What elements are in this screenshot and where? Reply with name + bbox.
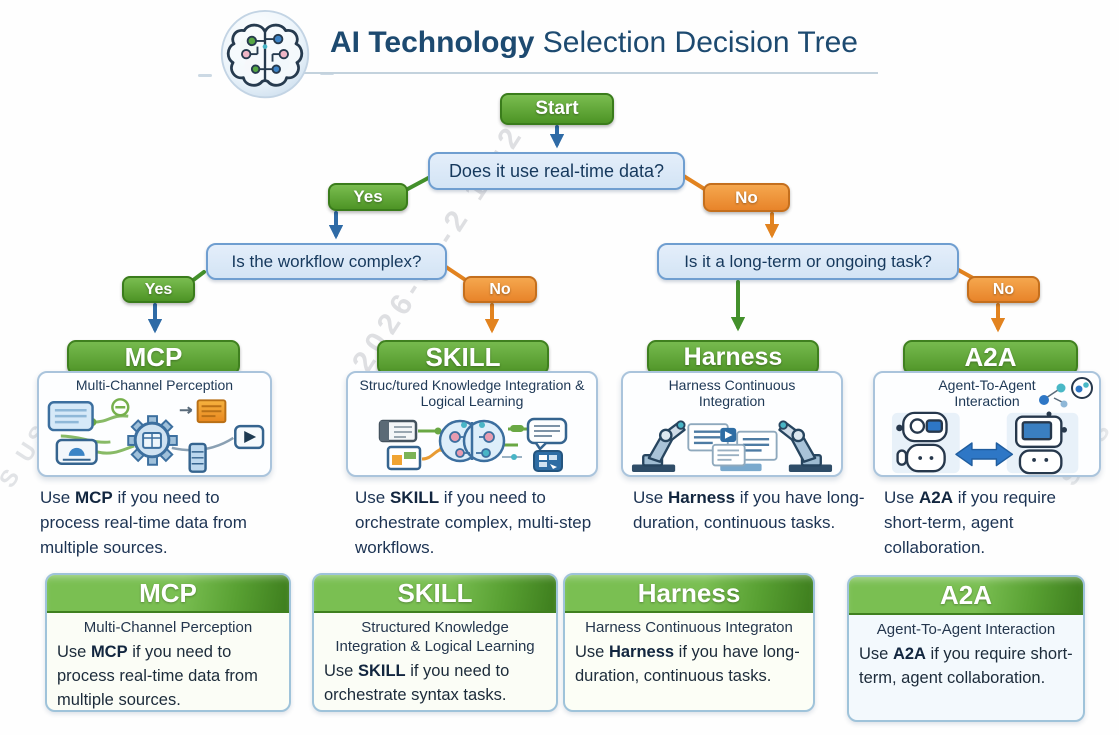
harness-card-body: Harness Continuous Integration — [621, 371, 843, 477]
question-long-term-task: Is it a long-term or ongoing task? — [657, 243, 959, 280]
play-tile-icon — [233, 424, 264, 450]
document-icon — [196, 399, 226, 424]
grid-tile-icon — [533, 450, 563, 472]
robot-arm-icon — [631, 420, 686, 473]
skill-subtitle: Struc/tured Knowledge Integration & Logi… — [359, 377, 585, 409]
a2a-subtitle: Agent-To-Agent Interaction — [938, 377, 1036, 409]
mcp-summary-header: MCP — [47, 575, 289, 613]
page-title: AI Technology Selection Decision Tree — [330, 26, 858, 60]
harness-summary-text: Use Harness if you have long-duration, c… — [575, 643, 800, 685]
harness-subtitle: Harness Continuous Integration — [668, 377, 796, 409]
skill-summary-text: Use SKILL if you need to orchestrate syn… — [324, 662, 510, 704]
robot-icon — [1015, 415, 1067, 475]
two-robots-arrow-illustration — [891, 411, 1079, 475]
harness-usage-note: Use Harness if you have long-duration, c… — [633, 488, 865, 532]
mcp-subtitle: Multi-Channel Perception — [75, 377, 234, 393]
mcp-summary-text: Use MCP if you need to process real-time… — [57, 643, 258, 709]
skill-summary-header: SKILL — [314, 575, 556, 613]
gear-icon — [126, 415, 178, 466]
mcp-usage-note: Use MCP if you need to process real-time… — [40, 488, 247, 557]
skill-card-body: Struc/tured Knowledge Integration & Logi… — [346, 371, 598, 477]
no-branch-label: No — [703, 183, 790, 212]
no-branch-label: No — [463, 276, 537, 303]
multi-channel-network-illustration — [47, 398, 264, 473]
a2a-card-header: A2A — [903, 340, 1078, 375]
robot-icon — [896, 411, 948, 473]
logo-side-dash — [198, 74, 212, 77]
harness-summary-card: Harness Harness Continuous Integraton Us… — [563, 573, 815, 712]
double-arrow-icon — [955, 442, 1014, 467]
molecule-bubbles-icon — [1039, 377, 1093, 417]
book-icon — [378, 419, 418, 443]
title-rest-part: Selection Decision Tree — [534, 26, 858, 59]
skill-summary-card: SKILL Structured Knowledge Integration &… — [312, 573, 558, 712]
mcp-card-header: MCP — [67, 340, 240, 375]
yes-branch-label: Yes — [328, 183, 408, 211]
a2a-card-body: Agent-To-Agent Interaction — [873, 371, 1101, 477]
a2a-usage-note: Use A2A if you require short-term, agent… — [884, 488, 1056, 557]
robot-arms-documents-illustration — [631, 420, 834, 473]
a2a-summary-card: A2A Agent-To-Agent Interaction Use A2A i… — [847, 575, 1085, 722]
media-screen-icon — [386, 445, 422, 471]
server-icon — [187, 442, 207, 473]
brain-knowledge-network-illustration — [378, 417, 568, 472]
skill-card-header: SKILL — [377, 340, 549, 375]
laptop-icon — [55, 438, 98, 465]
mcp-card-body: Multi-Channel Perception — [37, 371, 272, 477]
a2a-summary-subtitle: Agent-To-Agent Interaction — [876, 621, 1056, 638]
question-realtime-data: Does it use real-time data? — [428, 152, 685, 190]
harness-summary-header: Harness — [565, 575, 813, 613]
start-node: Start — [500, 93, 614, 125]
title-bold-part: AI Technology — [330, 26, 535, 59]
ci-documents-icon — [687, 423, 778, 467]
title-underline — [295, 72, 878, 74]
a2a-summary-header: A2A — [849, 577, 1083, 615]
yes-branch-label: Yes — [122, 276, 195, 303]
mcp-summary-card: MCP Multi-Channel Perception Use MCP if … — [45, 573, 291, 712]
question-workflow-complex: Is the workflow complex? — [206, 243, 447, 280]
brain-icon — [438, 419, 506, 463]
no-branch-label: No — [967, 276, 1040, 303]
harness-card-header: Harness — [647, 340, 819, 375]
skill-usage-note: Use SKILL if you need to orchestrate com… — [355, 488, 592, 557]
mcp-summary-subtitle: Multi-Channel Perception — [83, 619, 253, 636]
harness-summary-subtitle: Harness Continuous Integraton — [585, 619, 793, 636]
minus-badge-icon — [110, 398, 129, 417]
speech-bubble-icon — [526, 417, 568, 451]
skill-summary-subtitle: Structured Knowledge Integration & Logic… — [335, 619, 535, 655]
a2a-summary-text: Use A2A if you require short-term, agent… — [859, 645, 1073, 687]
brain-circuit-icon — [220, 9, 310, 99]
browser-window-icon — [47, 401, 94, 432]
